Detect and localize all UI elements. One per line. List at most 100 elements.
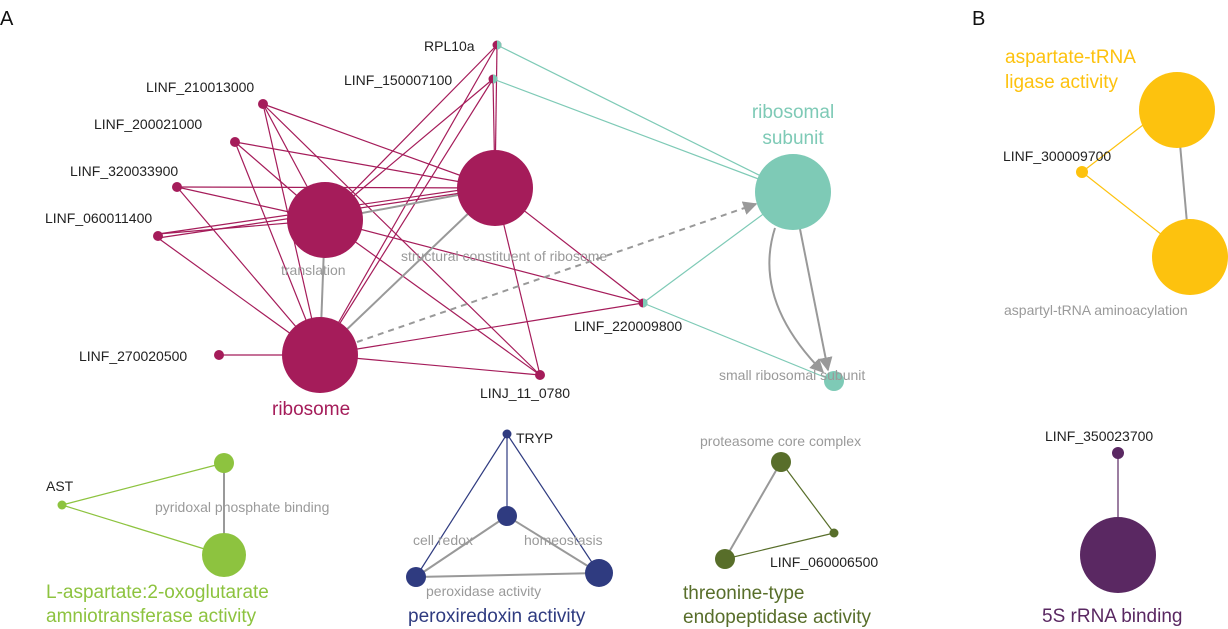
- peroxiredoxin-cluster: TRYP cell redox homeostasis peroxidase a…: [406, 429, 613, 627]
- group-label-peroxiredoxin: peroxiredoxin activity: [408, 606, 586, 627]
- gene-label-linf-350023700: LINF_350023700: [1045, 428, 1153, 444]
- term-label-peroxidase: peroxidase activity: [426, 583, 541, 599]
- term-label-structural-constituent: structural constituent of ribosome: [401, 248, 607, 264]
- term-label-proteasome: proteasome core complex: [700, 433, 861, 449]
- edge: [506, 433, 600, 574]
- dashed-arrow-edge: [356, 201, 758, 343]
- gene-node-linf-320033900[interactable]: [172, 182, 182, 192]
- group-label-aspartate-line2: ligase activity: [1005, 72, 1118, 93]
- gene-node-linf-300009700[interactable]: [1076, 166, 1088, 178]
- gene-label-linf-220009800: LINF_220009800: [574, 318, 682, 334]
- relation-edge: [415, 572, 600, 578]
- gene-label-linf-060011400: LINF_060011400: [45, 210, 152, 226]
- edge: [61, 462, 225, 506]
- arrow-edge: [799, 228, 833, 372]
- gene-label-linf-150007100: LINF_150007100: [344, 72, 452, 88]
- gene-node-linf-350023700[interactable]: [1112, 447, 1124, 459]
- cell-redox-node[interactable]: [406, 567, 426, 587]
- aspartate-trna-ligase-node[interactable]: [1139, 72, 1215, 148]
- gene-node-linj-11-0780[interactable]: [535, 370, 545, 380]
- ribosomal-subunit-node[interactable]: [755, 154, 831, 230]
- relation-edge: [319, 187, 496, 356]
- gene-node-linf-210013000[interactable]: [258, 99, 268, 109]
- group-label-ribosome: ribosome: [272, 399, 350, 420]
- term-relation-edges: [319, 187, 833, 373]
- term-label-cell-redox: cell redox: [413, 532, 473, 548]
- gene-node-linf-150007100-half: [493, 74, 498, 84]
- term-label-aminoacylation: aspartyl-tRNA aminoacylation: [1004, 302, 1188, 318]
- gene-label-rpl10a: RPL10a: [424, 38, 475, 54]
- group-label-threonine-line2: endopeptidase activity: [683, 607, 872, 628]
- gene-node-linf-270020500[interactable]: [214, 350, 224, 360]
- translation-node[interactable]: [287, 182, 363, 258]
- gene-node-linf-220009800-half: [643, 298, 648, 308]
- edge: [1081, 124, 1144, 173]
- five-s-rrna-binding-node[interactable]: [1080, 517, 1156, 593]
- gene-label-linf-270020500: LINF_270020500: [79, 348, 187, 364]
- edge: [780, 461, 835, 534]
- edge: [319, 302, 644, 356]
- edge: [415, 433, 508, 578]
- term-label-homeostasis: homeostasis: [524, 532, 603, 548]
- relation-edge: [506, 515, 600, 574]
- gene-node-rpl10a-half: [497, 40, 502, 50]
- gene-label-ast: AST: [46, 478, 74, 494]
- threonine-cluster: proteasome core complex LINF_060006500 t…: [683, 433, 878, 628]
- term-label-translation: translation: [281, 262, 346, 278]
- gene-label-linf-300009700: LINF_300009700: [1003, 148, 1111, 164]
- edge: [324, 44, 498, 221]
- gene-node-tryp[interactable]: [502, 429, 512, 439]
- arrow-edge: [768, 227, 824, 373]
- gene-label-linf-060006500: LINF_060006500: [770, 554, 878, 570]
- gene-label-linj-11-0780: LINJ_11_0780: [480, 385, 570, 401]
- gene-node-ast[interactable]: [57, 500, 67, 510]
- panel-label-a: A: [0, 8, 14, 30]
- edge: [234, 141, 321, 356]
- structural-constituent-node[interactable]: [457, 150, 533, 226]
- pyridoxal-phosphate-node[interactable]: [214, 453, 234, 473]
- relation-edge: [724, 461, 782, 560]
- edge: [319, 44, 498, 356]
- five-s-rrna-cluster: LINF_350023700 5S rRNA binding: [1042, 428, 1182, 627]
- edge: [724, 532, 835, 560]
- edge: [642, 302, 835, 382]
- edge: [324, 219, 541, 376]
- edge: [61, 504, 225, 556]
- ribosome-node[interactable]: [282, 317, 358, 393]
- small-ribosomal-subunit-node[interactable]: [824, 371, 844, 391]
- panel-label-b: B: [972, 8, 985, 30]
- gene-label-linf-200021000: LINF_200021000: [94, 116, 202, 132]
- term-label-pyridoxal: pyridoxal phosphate binding: [155, 499, 329, 515]
- gene-node-linf-060006500[interactable]: [829, 528, 839, 538]
- aspartyl-trna-aminoacylation-node[interactable]: [1152, 219, 1228, 295]
- edge: [319, 78, 494, 356]
- gene-node-linf-200021000[interactable]: [230, 137, 240, 147]
- aminotransferase-cluster: AST pyridoxal phosphate binding L-aspart…: [46, 453, 329, 627]
- relation-edge: [415, 515, 508, 578]
- threonine-endopeptidase-node[interactable]: [715, 549, 735, 569]
- gene-node-linf-060011400[interactable]: [153, 231, 163, 241]
- group-label-aspartate-line1: aspartate-tRNA: [1005, 47, 1136, 68]
- peroxidase-activity-node[interactable]: [585, 559, 613, 587]
- ribosome-cluster-nodes: [153, 40, 648, 393]
- edge: [324, 219, 644, 304]
- group-label-ribosomal-subunit-line2: subunit: [762, 128, 824, 149]
- group-label-five-s: 5S rRNA binding: [1042, 606, 1182, 627]
- edge: [496, 44, 794, 193]
- edge: [492, 78, 794, 193]
- ribosomal-subunit-edges: [492, 44, 835, 382]
- edge: [234, 141, 496, 189]
- ribosomal-subunit-nodes: [755, 154, 844, 391]
- proteasome-core-node[interactable]: [771, 452, 791, 472]
- gene-label-tryp: TRYP: [516, 430, 553, 446]
- group-label-aminotransferase-line1: L-aspartate:2-oxoglutarate: [46, 582, 269, 603]
- homeostasis-node[interactable]: [497, 506, 517, 526]
- term-label-small-ribosomal-subunit: small ribosomal subunit: [719, 367, 865, 383]
- group-label-aminotransferase-line2: amniotransferase activity: [46, 606, 257, 627]
- edge: [262, 103, 496, 189]
- group-label-ribosomal-subunit-line1: ribosomal: [752, 102, 834, 123]
- group-label-threonine-line1: threonine-type: [683, 583, 804, 604]
- aspartate-trna-cluster: aspartate-tRNA ligase activity LINF_3000…: [1003, 47, 1228, 318]
- aminotransferase-node[interactable]: [202, 533, 246, 577]
